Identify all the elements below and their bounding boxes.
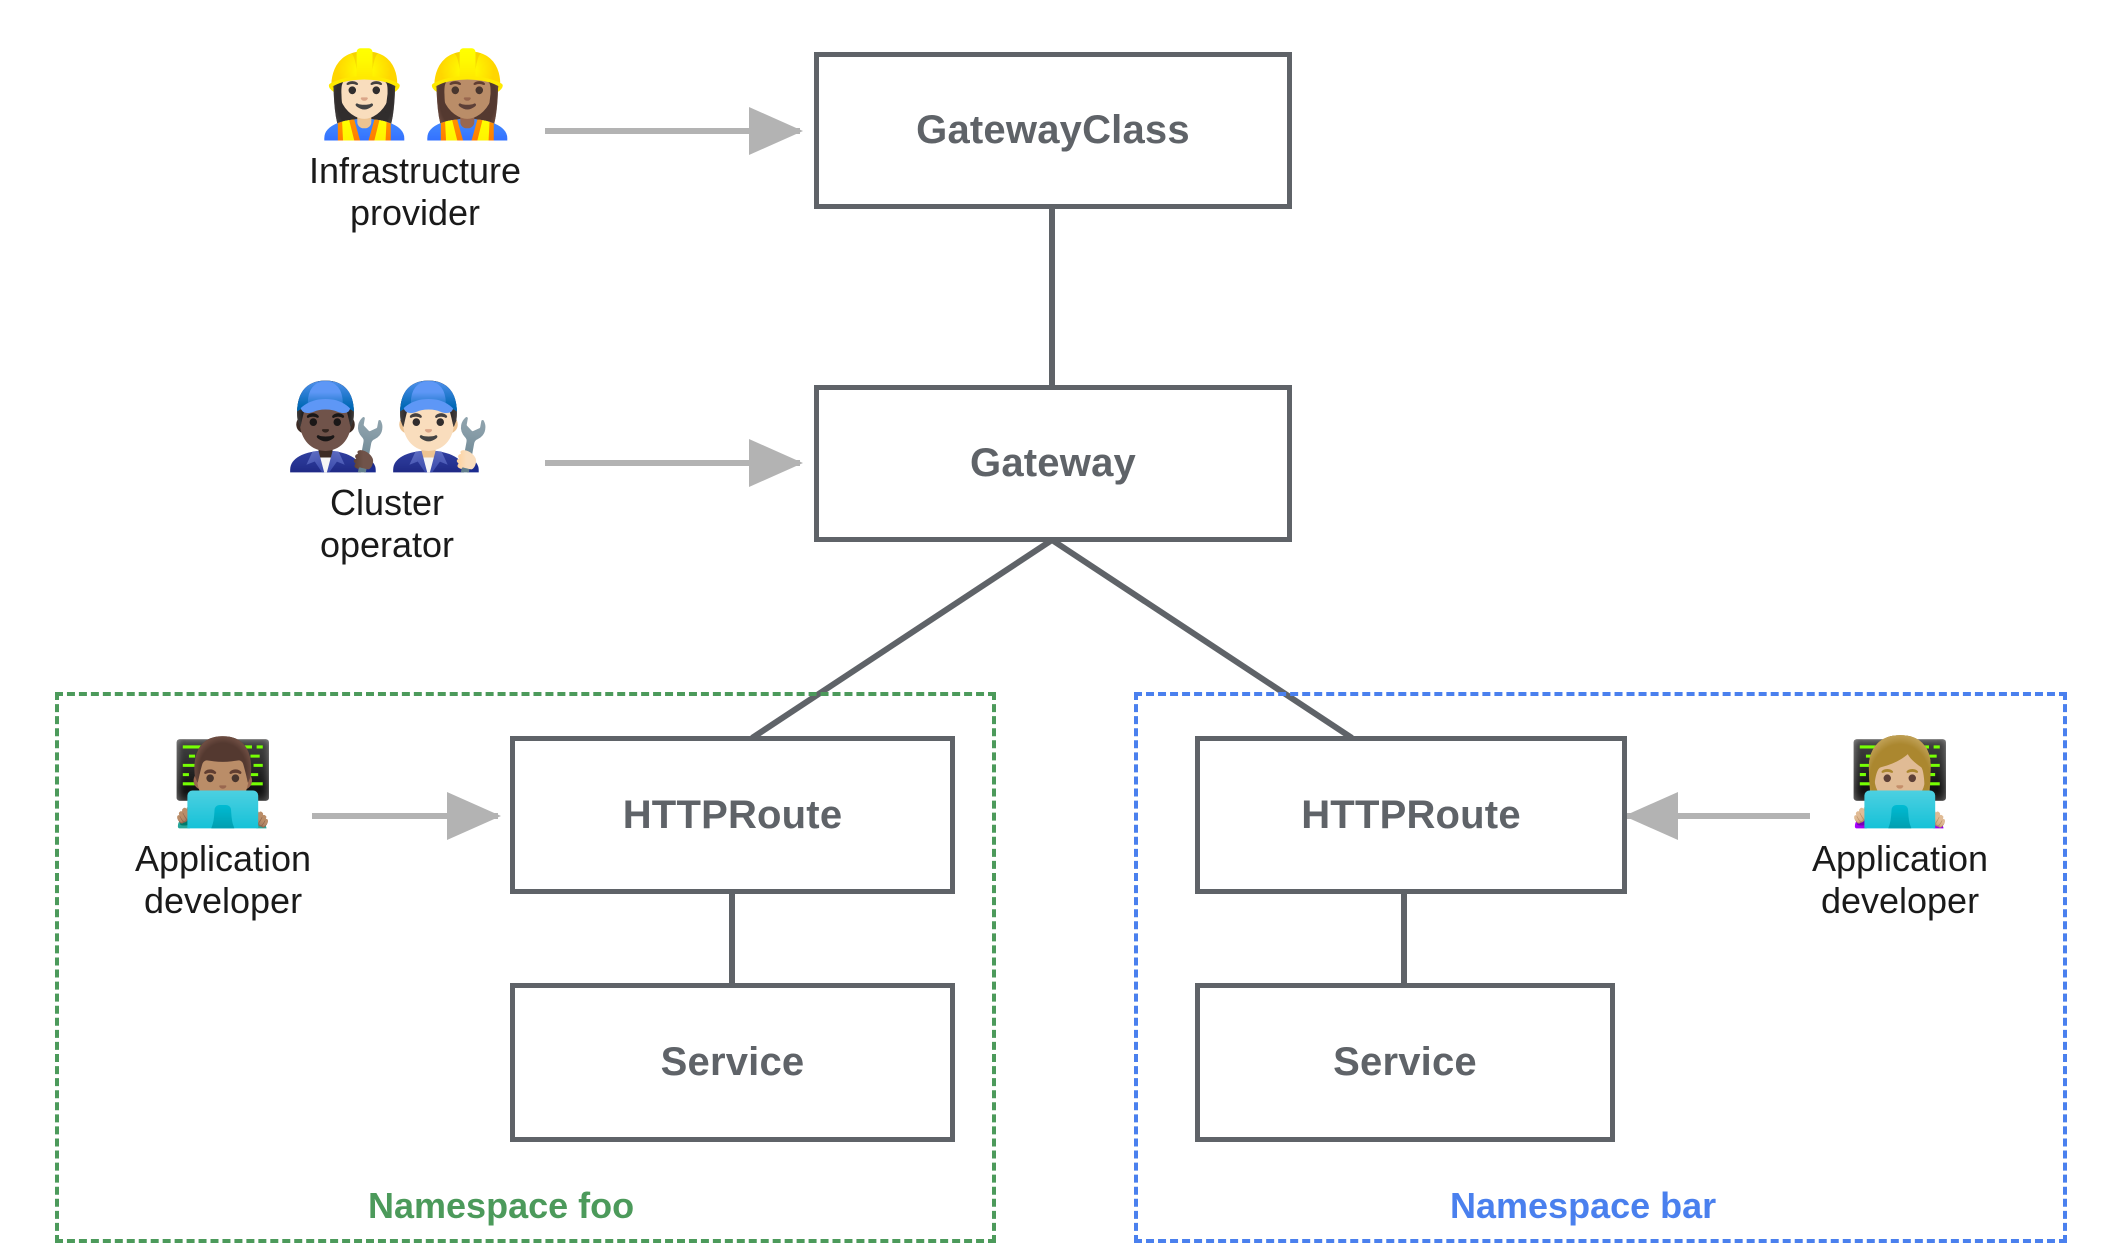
man-mechanic-pair-emoji: 👨🏿‍🔧👨🏻‍🔧 [284, 379, 491, 473]
persona-app-developer-bar-caption: Application developer [1811, 838, 1989, 922]
persona-cluster-operator-caption: Cluster operator [319, 482, 455, 566]
httproute-foo-label: HTTPRoute [622, 792, 843, 837]
persona-app-developer-foo: 👨🏽‍💻 Application developer [58, 740, 388, 923]
man-technologist-emoji: 👨🏽‍💻 [170, 735, 276, 829]
service-foo-label: Service [660, 1040, 805, 1084]
gateway-node[interactable]: Gateway [814, 385, 1292, 542]
persona-cluster-operator: 👨🏿‍🔧👨🏻‍🔧 Cluster operator [222, 384, 552, 567]
httproute-bar-node[interactable]: HTTPRoute [1195, 736, 1627, 894]
httproute-bar-label: HTTPRoute [1301, 792, 1521, 837]
gatewayclass-node[interactable]: GatewayClass [814, 52, 1292, 209]
namespace-foo-container [55, 692, 996, 1243]
service-bar-label: Service [1333, 1040, 1477, 1084]
persona-infrastructure-provider: 👷🏻‍♀️👷🏽‍♀️ Infrastructure provider [250, 52, 580, 235]
persona-app-developer-bar: 👩🏼‍💻 Application developer [1735, 740, 2065, 923]
gateway-label: Gateway [970, 441, 1136, 485]
gatewayclass-label: GatewayClass [916, 108, 1190, 152]
woman-technologist-emoji: 👩🏼‍💻 [1847, 735, 1953, 829]
namespace-bar-container [1134, 692, 2067, 1243]
namespace-bar-label: Namespace bar [1450, 1185, 1717, 1226]
httproute-foo-node[interactable]: HTTPRoute [510, 736, 955, 894]
namespace-foo-label: Namespace foo [368, 1185, 635, 1226]
service-bar-node[interactable]: Service [1195, 983, 1615, 1142]
woman-construction-worker-pair-emoji: 👷🏻‍♀️👷🏽‍♀️ [312, 47, 519, 141]
service-foo-node[interactable]: Service [510, 983, 955, 1142]
persona-app-developer-foo-caption: Application developer [134, 838, 312, 922]
persona-infrastructure-provider-caption: Infrastructure provider [308, 150, 522, 234]
